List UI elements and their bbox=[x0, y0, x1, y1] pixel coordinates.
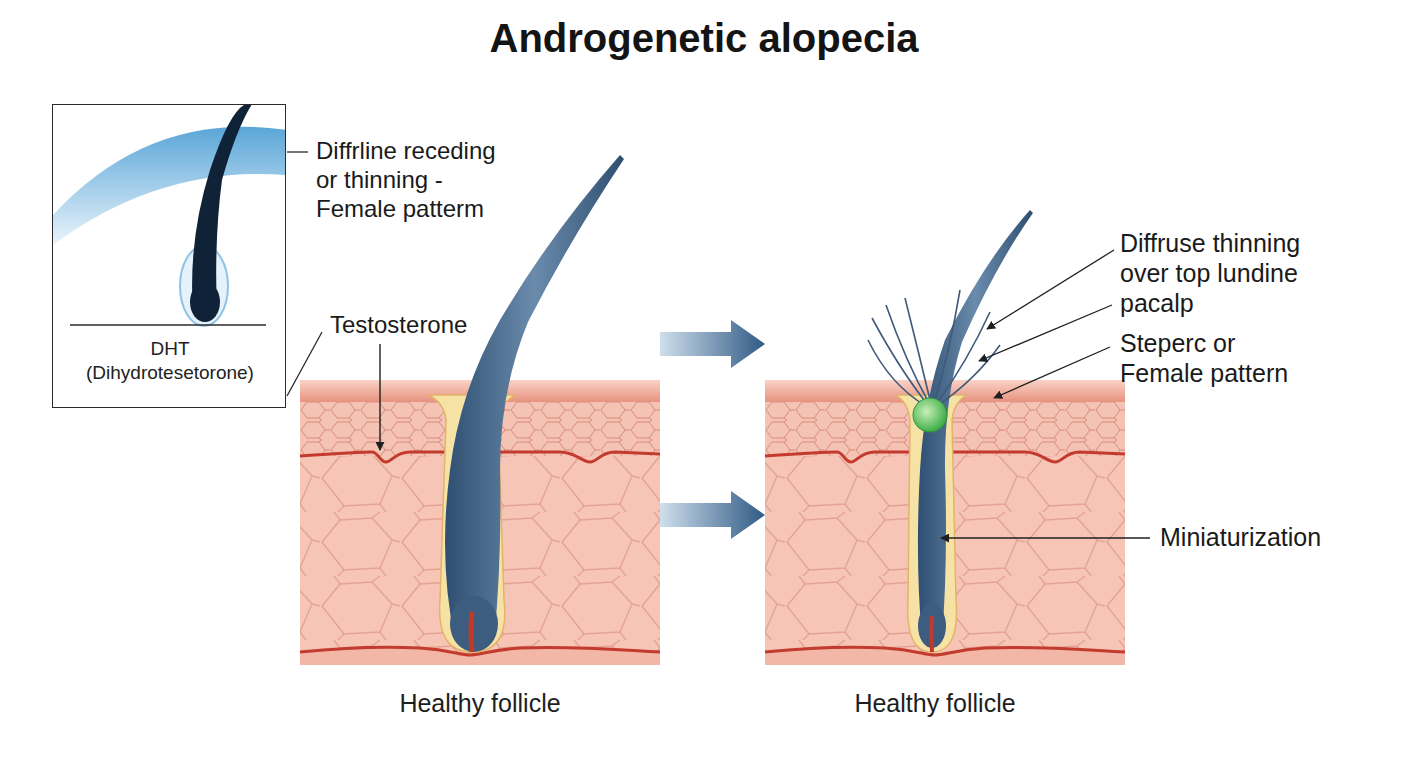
follicle-panel: Healthy follicle bbox=[765, 150, 1105, 733]
flow-arrow bbox=[660, 320, 765, 368]
inset-box: DHT (Dihydrotesetorone) bbox=[52, 104, 286, 408]
box-label: DHT (Dihydrotesetorone) bbox=[75, 337, 265, 385]
process-label: Miniaturization bbox=[1160, 522, 1380, 552]
diagram-title: Androgenetic alopecia bbox=[0, 16, 1408, 61]
hormone-label: Testosterone bbox=[330, 311, 505, 340]
pattern-label: Steperc or Female pattern bbox=[1120, 328, 1302, 388]
pattern-label: Diffruse thinning over top lundine pacal… bbox=[1120, 228, 1310, 318]
panel-caption: Healthy follicle bbox=[300, 688, 660, 719]
flow-arrow bbox=[660, 491, 765, 539]
panel-caption: Healthy follicle bbox=[765, 688, 1105, 719]
follicle-panel: Healthy follicle bbox=[300, 150, 660, 733]
pattern-label: Diffrline receding or thinning -Female p… bbox=[316, 137, 516, 223]
